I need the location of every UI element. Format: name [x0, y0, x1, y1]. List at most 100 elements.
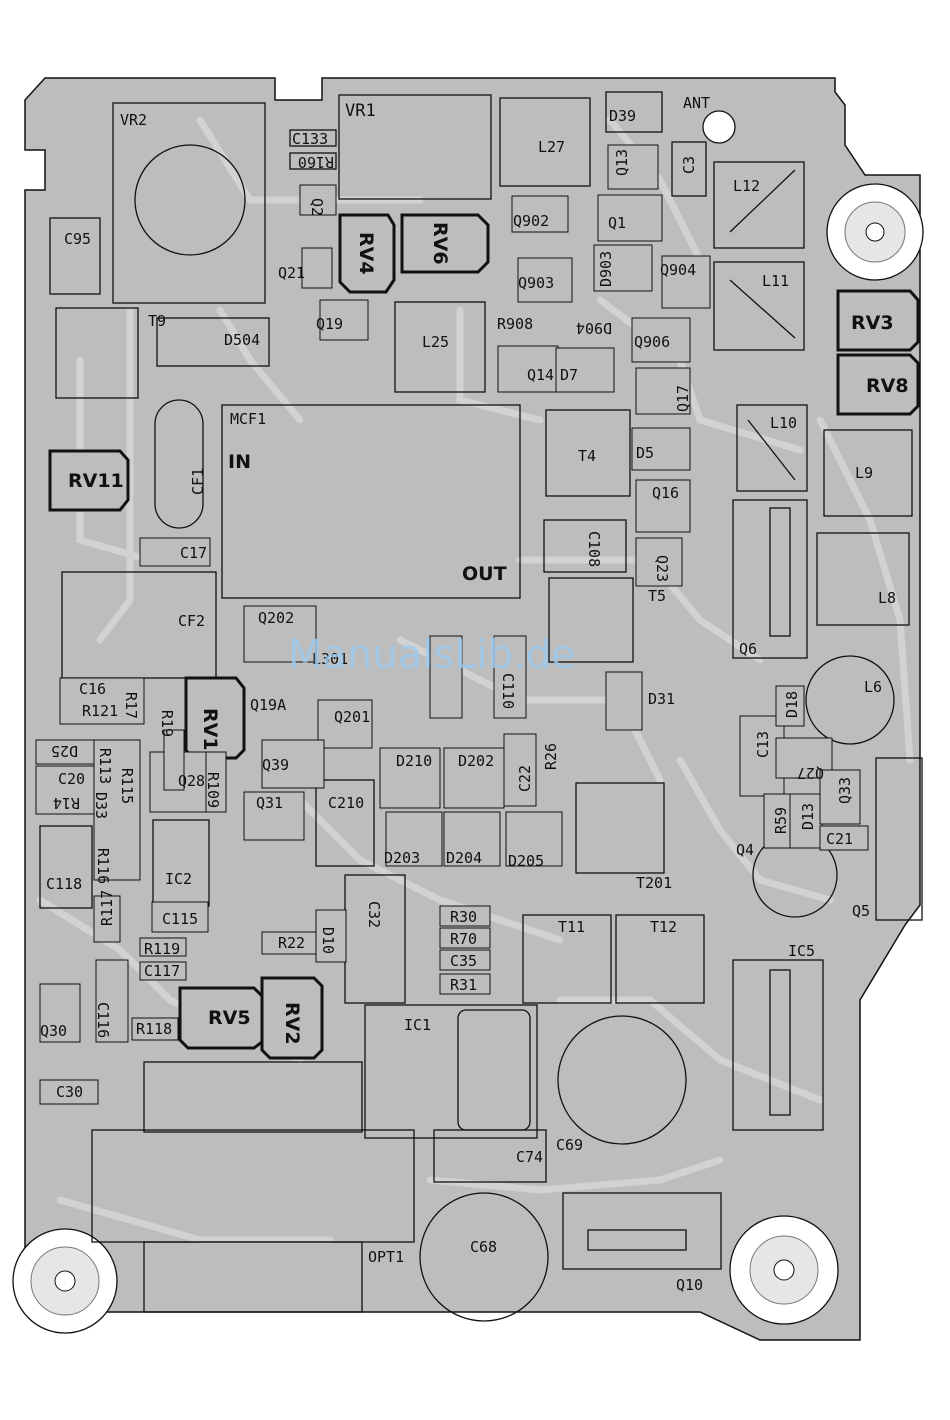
label-rv4: RV4 [355, 232, 377, 275]
label-r59: R59 [772, 807, 790, 834]
label-c133: C133 [292, 130, 328, 148]
label-c32: C32 [365, 901, 383, 928]
label-in: IN [228, 451, 251, 473]
label-q13: Q13 [613, 149, 631, 176]
label-l9: L9 [855, 464, 873, 482]
label-r109: R109 [204, 772, 222, 808]
label-c210: C210 [328, 794, 364, 812]
label-t11: T11 [558, 918, 585, 936]
label-q10: Q10 [676, 1276, 703, 1294]
label-q904: Q904 [660, 261, 696, 279]
label-q2: Q2 [308, 198, 326, 216]
label-r115: R115 [118, 768, 136, 804]
label-c69: C69 [556, 1136, 583, 1154]
label-q39: Q39 [262, 756, 289, 774]
label-d13: D13 [799, 803, 817, 830]
variable-resistors [48, 213, 920, 1060]
label-ant: ANT [683, 94, 710, 112]
label-mcf1: MCF1 [230, 410, 266, 428]
label-l25: L25 [422, 333, 449, 351]
small-pads [35, 144, 869, 1105]
label-l6: L6 [864, 678, 882, 696]
label-q28: Q28 [178, 772, 205, 790]
label-r31: R31 [450, 976, 477, 994]
label-r908: R908 [497, 315, 533, 333]
label-q4: Q4 [736, 841, 754, 859]
label-l10: L10 [770, 414, 797, 432]
label-q17: Q17 [674, 385, 692, 412]
label-r17: R17 [122, 692, 140, 719]
label-q21: Q21 [278, 264, 305, 282]
label-ic1: IC1 [404, 1016, 431, 1034]
label-c16: C16 [79, 680, 106, 698]
label-c110: C110 [499, 673, 517, 709]
label-q23: Q23 [653, 555, 671, 582]
label-r116: R116 [94, 848, 112, 884]
label-t5: T5 [648, 587, 666, 605]
label-q33: Q33 [836, 777, 854, 804]
label-d5: D5 [636, 444, 654, 462]
label-d504: D504 [224, 331, 260, 349]
label-q19: Q19 [316, 315, 343, 333]
label-q6: Q6 [739, 640, 757, 658]
label-rv8: RV8 [866, 375, 909, 397]
label-r160: R160 [298, 153, 334, 171]
label-rv5: RV5 [208, 1007, 251, 1029]
label-q5: Q5 [852, 902, 870, 920]
label-r119: R119 [144, 940, 180, 958]
label-l11: L11 [762, 272, 789, 290]
label-q31: Q31 [256, 794, 283, 812]
label-c115: C115 [162, 910, 198, 928]
label-l27: L27 [538, 138, 565, 156]
component-outlines [39, 91, 923, 1322]
label-q14: Q14 [527, 366, 554, 384]
label-r19: R19 [158, 710, 176, 737]
label-d904: D904 [576, 319, 612, 337]
label-c116: C116 [94, 1002, 112, 1038]
label-t12: T12 [650, 918, 677, 936]
label-q30: Q30 [40, 1022, 67, 1040]
label-c20: C20 [58, 770, 85, 788]
label-r30: R30 [450, 908, 477, 926]
label-cf1: CF1 [189, 468, 207, 495]
label-c30: C30 [56, 1083, 83, 1101]
label-d205: D205 [508, 852, 544, 870]
label-q1: Q1 [608, 214, 626, 232]
label-c74: C74 [516, 1148, 543, 1166]
label-d204: D204 [446, 849, 482, 867]
label-l8: L8 [878, 589, 896, 607]
label-ic2: IC2 [165, 870, 192, 888]
component-labels: VR2 VR1 C133 R160 Q2 L27 D39 ANT Q13 C3 … [40, 94, 909, 1294]
label-d25: D25 [51, 742, 78, 760]
label-d18: D18 [783, 691, 801, 718]
label-d210: D210 [396, 752, 432, 770]
label-d31: D31 [648, 690, 675, 708]
label-vr2: VR2 [120, 111, 147, 129]
label-r113: R113 [96, 748, 114, 784]
label-r14: R14 [53, 794, 80, 812]
label-r117: R117 [98, 890, 116, 926]
label-t4: T4 [578, 447, 596, 465]
label-q27: Q27 [797, 764, 824, 782]
label-d10: D10 [319, 927, 337, 954]
label-l12: L12 [733, 177, 760, 195]
label-c68: C68 [470, 1238, 497, 1256]
label-c13: C13 [754, 731, 772, 758]
label-rv3: RV3 [851, 312, 894, 334]
label-l301: L301 [312, 650, 348, 668]
label-q16: Q16 [652, 484, 679, 502]
label-rv2: RV2 [281, 1002, 303, 1045]
ant-hole [702, 110, 736, 144]
label-c35: C35 [450, 952, 477, 970]
label-c118: C118 [46, 875, 82, 893]
label-r118: R118 [136, 1020, 172, 1038]
label-q906: Q906 [634, 333, 670, 351]
label-rv6: RV6 [429, 222, 451, 265]
label-ic5: IC5 [788, 942, 815, 960]
label-c117: C117 [144, 962, 180, 980]
label-rv1: RV1 [199, 708, 221, 751]
label-q201: Q201 [334, 708, 370, 726]
label-c3: C3 [680, 156, 698, 174]
mounting-holes [12, 110, 924, 1334]
